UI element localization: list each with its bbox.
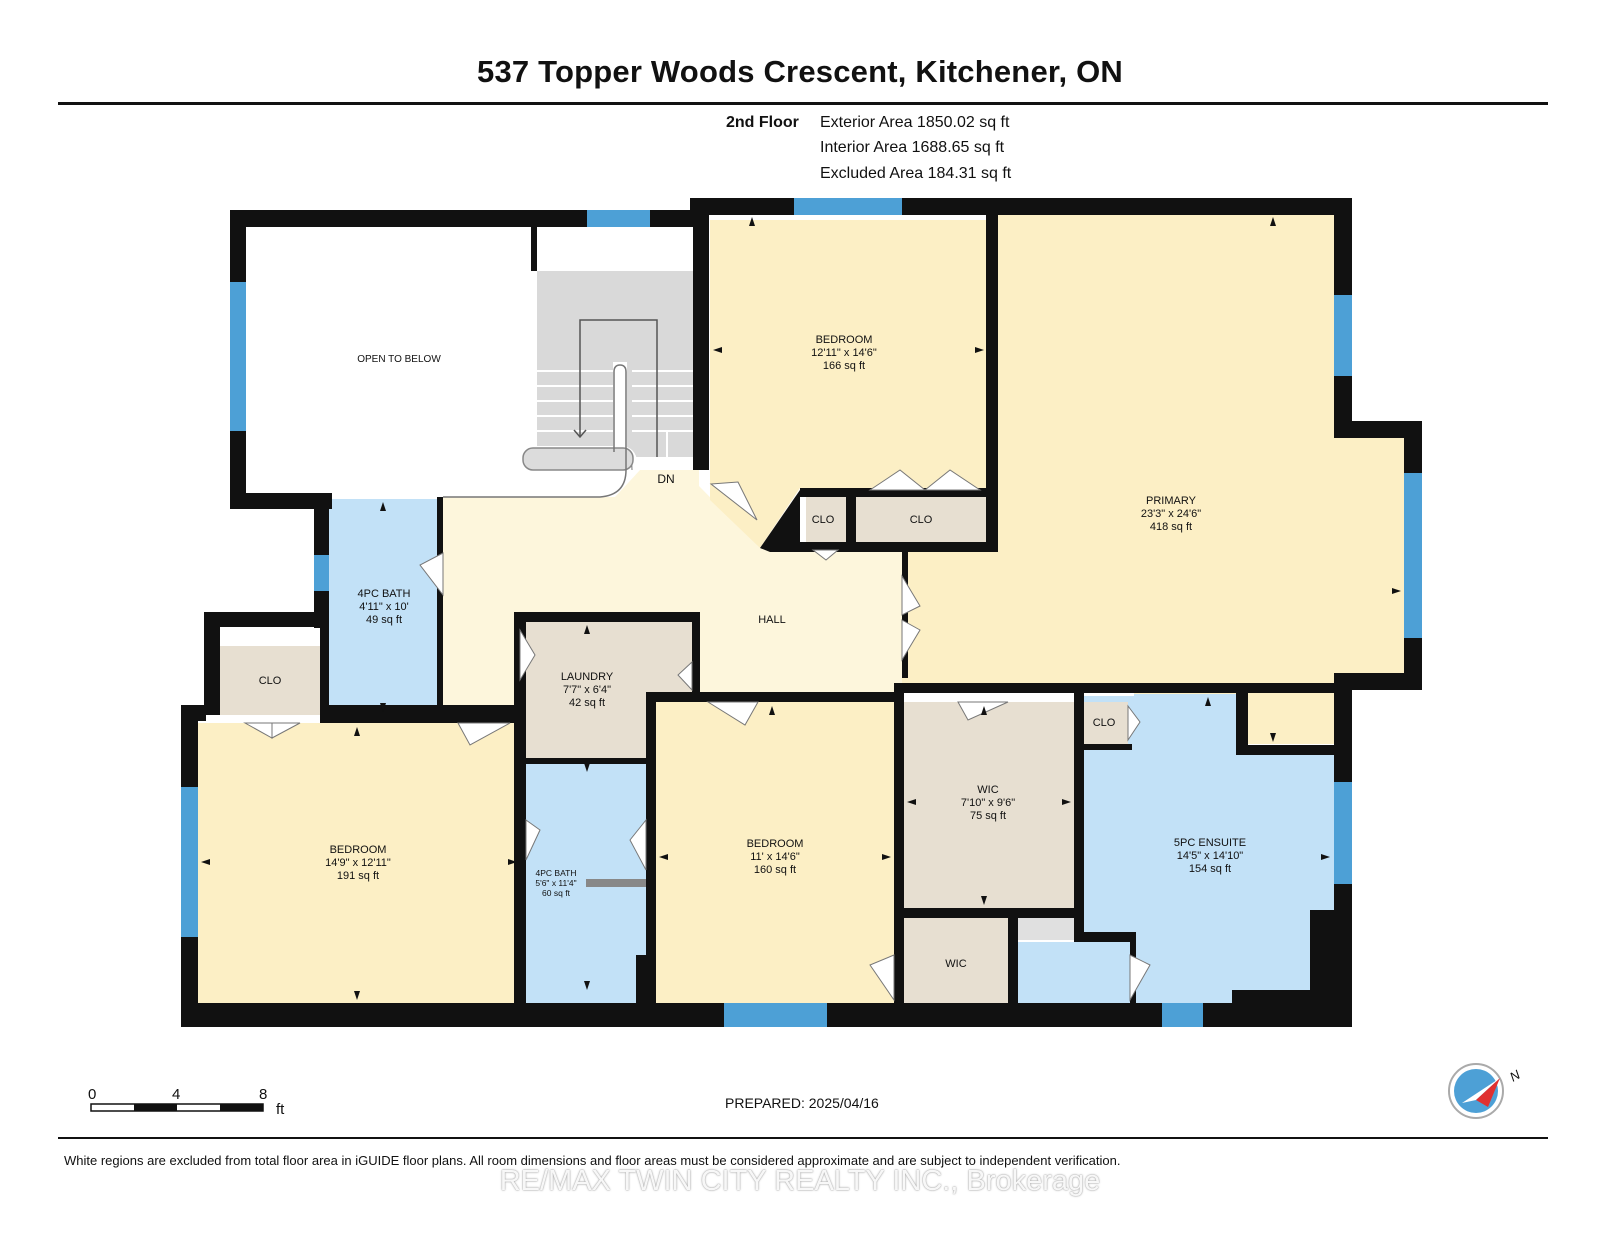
wic-upper-area: [904, 702, 1074, 908]
dimension-arrows: [201, 217, 1401, 1000]
scale-label-0: 0: [88, 1086, 97, 1103]
bedroom-top-name: BEDROOM: [816, 334, 873, 346]
wic-lower-label: WIC: [945, 958, 966, 970]
wic-upper-name: WIC: [977, 784, 998, 796]
windows: [181, 198, 1422, 1027]
excluded-area: Excluded Area 184.31 sq ft: [820, 165, 1012, 182]
wic-lower-area: [904, 918, 1008, 1014]
brokerage-watermark: RE/MAX TWIN CITY REALTY INC., Brokerage: [499, 1165, 1101, 1197]
scale-label-4: 4: [172, 1086, 181, 1103]
clo-mid-label: CLO: [910, 514, 933, 526]
bath-b-area: [526, 764, 646, 1011]
compass-north-label: N: [1507, 1067, 1523, 1085]
clo-ensuite-label: CLO: [1093, 717, 1116, 729]
ensuite-name: 5PC ENSUITE: [1174, 837, 1246, 849]
title-divider: [58, 102, 1548, 105]
bath-b-dims: 5'6" x 11'4": [535, 878, 576, 888]
clo-mid-area: [856, 497, 988, 542]
bath-b-area: 60 sq ft: [542, 888, 571, 898]
bedroom-mid-area: [656, 702, 894, 1012]
ensuite-area: 154 sq ft: [1189, 863, 1231, 875]
doors: [243, 469, 1151, 1002]
page-title: 537 Topper Woods Crescent, Kitchener, ON: [477, 54, 1123, 89]
primary-area: 418 sq ft: [1150, 521, 1192, 533]
stair-arrow: [443, 319, 658, 498]
laundry-name: LAUNDRY: [561, 671, 614, 683]
bedroom-mid-area: 160 sq ft: [754, 864, 796, 876]
scale-unit: ft: [276, 1101, 285, 1118]
scale-label-8: 8: [259, 1086, 268, 1103]
exterior-area: Exterior Area 1850.02 sq ft: [820, 114, 1010, 131]
bedroom-left-area: 191 sq ft: [337, 870, 379, 882]
bath-b-name: 4PC BATH: [536, 868, 577, 878]
stair-dn-label: DN: [657, 472, 674, 486]
prepared-date: PREPARED: 2025/04/16: [725, 1095, 879, 1111]
bath-a-area: 49 sq ft: [366, 614, 402, 626]
wic-upper-area: 75 sq ft: [970, 810, 1006, 822]
floor-label: 2nd Floor: [726, 114, 799, 131]
clo-small-area: [806, 497, 846, 542]
bedroom-top-area: [710, 220, 988, 548]
footer-divider: [58, 1137, 1548, 1139]
clo-ensuite-area: [1082, 702, 1128, 744]
ensuite-area: [1084, 694, 1334, 1012]
clo-left-area: [220, 646, 320, 715]
interior-area: Interior Area 1688.65 sq ft: [820, 139, 1005, 156]
room-labels: OPEN TO BELOW DN BEDROOM 12'11" x 14'6" …: [259, 334, 1246, 970]
bath-a-dims: 4'11" x 10': [359, 601, 409, 613]
bedroom-mid-name: BEDROOM: [747, 838, 804, 850]
bedroom-left-name: BEDROOM: [330, 844, 387, 856]
primary-dims: 23'3" x 24'6": [1141, 508, 1201, 520]
vanity-bar: [586, 879, 646, 887]
laundry-area: 42 sq ft: [569, 697, 605, 709]
bath-a-name: 4PC BATH: [358, 588, 411, 600]
disclaimer-text: White regions are excluded from total fl…: [64, 1153, 1121, 1168]
compass-icon: [1448, 1063, 1504, 1119]
wic-upper-dims: 7'10" x 9'6": [961, 797, 1015, 809]
laundry-dims: 7'7" x 6'4": [563, 684, 611, 696]
bedroom-mid-dims: 11' x 14'6": [750, 851, 800, 863]
hall-area: [443, 470, 902, 713]
bedroom-top-dims: 12'11" x 14'6": [811, 347, 877, 359]
clo-small-label: CLO: [812, 514, 835, 526]
primary-name: PRIMARY: [1146, 495, 1197, 507]
bedroom-left-area: [198, 723, 520, 1003]
hall-label: HALL: [758, 614, 786, 626]
primary-area: [902, 215, 1404, 745]
scale-bar: [90, 1103, 264, 1112]
ensuite-dims: 14'5" x 14'10": [1177, 850, 1244, 862]
bath-a-area: [329, 499, 443, 715]
bedroom-left-dims: 14'9" x 12'11": [325, 857, 391, 869]
clo-left-label: CLO: [259, 675, 282, 687]
open-to-below-label: OPEN TO BELOW: [357, 354, 441, 365]
bedroom-top-area: 166 sq ft: [823, 360, 865, 372]
room-fills: [198, 215, 1404, 1014]
